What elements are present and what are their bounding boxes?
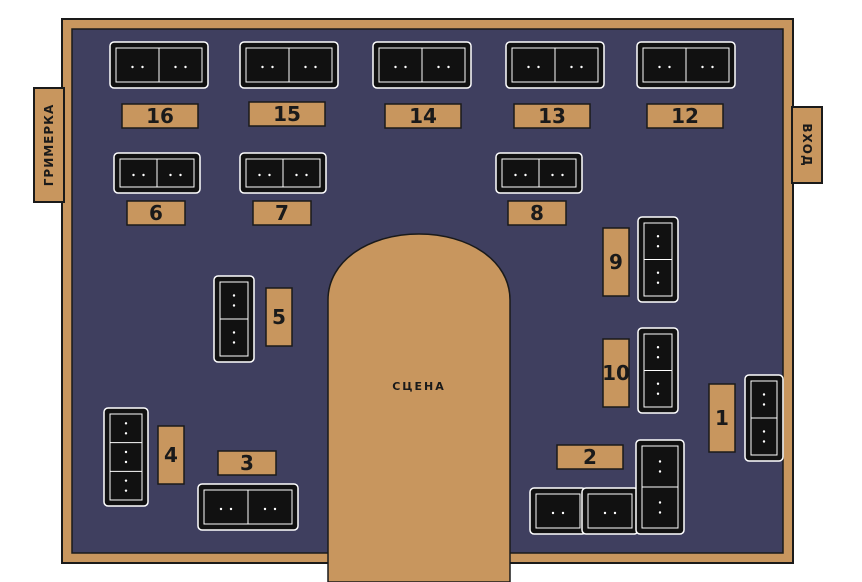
sofa [636,41,736,89]
table-7[interactable]: 7 [252,200,312,226]
sofa [505,41,605,89]
table-14[interactable]: 14 [384,103,462,129]
sofa [197,483,299,531]
sofa [495,152,583,194]
dressing-room-label: ГРИМЕРКА [42,104,56,187]
table-number: 15 [273,102,301,126]
table-4[interactable]: 4 [157,425,185,485]
table-number: 3 [240,451,254,475]
table-10[interactable]: 10 [602,338,630,408]
table-1[interactable]: 1 [708,383,736,453]
sofas-layer [103,41,784,535]
table-13[interactable]: 13 [513,103,591,129]
table-number: 9 [609,250,623,274]
table-5[interactable]: 5 [265,287,293,347]
table-number: 8 [530,201,544,225]
table-number: 10 [602,361,630,385]
table-3[interactable]: 3 [217,450,277,476]
sofa [113,152,201,194]
table-number: 1 [715,406,729,430]
table-9[interactable]: 9 [602,227,630,297]
sofa [239,41,339,89]
table-8[interactable]: 8 [507,200,567,226]
table-number: 6 [149,201,163,225]
sofa [635,439,685,535]
stage-label: СЦЕНА [392,380,446,393]
table-15[interactable]: 15 [248,101,326,127]
entrance-label: ВХОД [800,123,814,166]
table-number: 4 [164,443,178,467]
sofa [529,487,587,535]
table-number: 12 [671,104,699,128]
sofa [581,487,639,535]
table-16[interactable]: 16 [121,103,199,129]
table-number: 16 [146,104,174,128]
entrance-door[interactable]: ВХОД [791,106,823,184]
sofa [103,407,149,507]
table-number: 13 [538,104,566,128]
table-12[interactable]: 12 [646,103,724,129]
table-number: 7 [275,201,289,225]
sofa [637,216,679,303]
sofa [637,327,679,414]
tables-layer: 16 15 14 13 12 6 7 8 9 10 5 4 3 2 1 [121,101,736,485]
table-number: 5 [272,305,286,329]
stage: СЦЕНА [327,233,511,582]
dressing-room-door[interactable]: ГРИМЕРКА [33,87,65,203]
sofa [213,275,255,363]
table-6[interactable]: 6 [126,200,186,226]
sofa [109,41,209,89]
table-2[interactable]: 2 [556,444,624,470]
table-number: 2 [583,445,597,469]
sofa [239,152,327,194]
sofa [372,41,472,89]
sofa [744,374,784,462]
table-number: 14 [409,104,437,128]
